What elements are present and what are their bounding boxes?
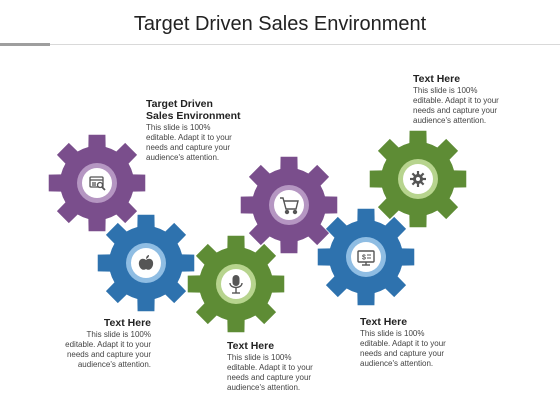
cog-network-icon: [410, 171, 426, 187]
shopping-cart-icon: [280, 197, 299, 215]
gear-6: [369, 130, 467, 228]
text-block-2-heading: Text Here: [103, 317, 151, 329]
browser-search-icon: [89, 176, 106, 191]
text-block-5-body: This slide is 100% editable. Adapt it to…: [413, 86, 499, 125]
text-block-4: Text Here This slide is 100% editable. A…: [360, 316, 480, 369]
text-block-4-body: This slide is 100% editable. Adapt it to…: [360, 329, 446, 368]
text-block-1-heading: Target Driven Sales Environment: [146, 98, 241, 122]
slide-title: Target Driven Sales Environment: [133, 13, 427, 35]
text-block-3-body: This slide is 100% editable. Adapt it to…: [227, 353, 313, 392]
gear-2: [97, 214, 195, 312]
text-block-4-heading: Text Here: [360, 316, 408, 328]
svg-text:$: $: [362, 255, 366, 262]
dollar-screen-icon: $: [357, 250, 375, 266]
title-accent-bar: [0, 43, 50, 46]
text-block-3-heading: Text Here: [227, 340, 275, 352]
microphone-icon: [229, 275, 243, 294]
gear-1: [48, 134, 146, 232]
text-block-2-body: This slide is 100% editable. Adapt it to…: [65, 330, 151, 369]
gear-1-hub: [82, 168, 112, 198]
gear-5: $: [317, 208, 415, 306]
gear-4: [240, 156, 338, 254]
text-block-3: Text Here This slide is 100% editable. A…: [227, 340, 347, 393]
text-block-5-heading: Text Here: [413, 73, 461, 85]
title-divider: [0, 44, 560, 45]
text-block-1: Target Driven Sales Environment This sli…: [146, 98, 276, 163]
gear-4-hub: [274, 190, 304, 220]
text-block-1-body: This slide is 100% editable. Adapt it to…: [146, 123, 232, 162]
text-block-2: Text Here This slide is 100% editable. A…: [40, 317, 151, 370]
text-block-5: Text Here This slide is 100% editable. A…: [413, 73, 533, 126]
gear-3: [187, 235, 285, 333]
apple-icon: [138, 255, 154, 270]
gear-5-hub: [351, 242, 381, 272]
